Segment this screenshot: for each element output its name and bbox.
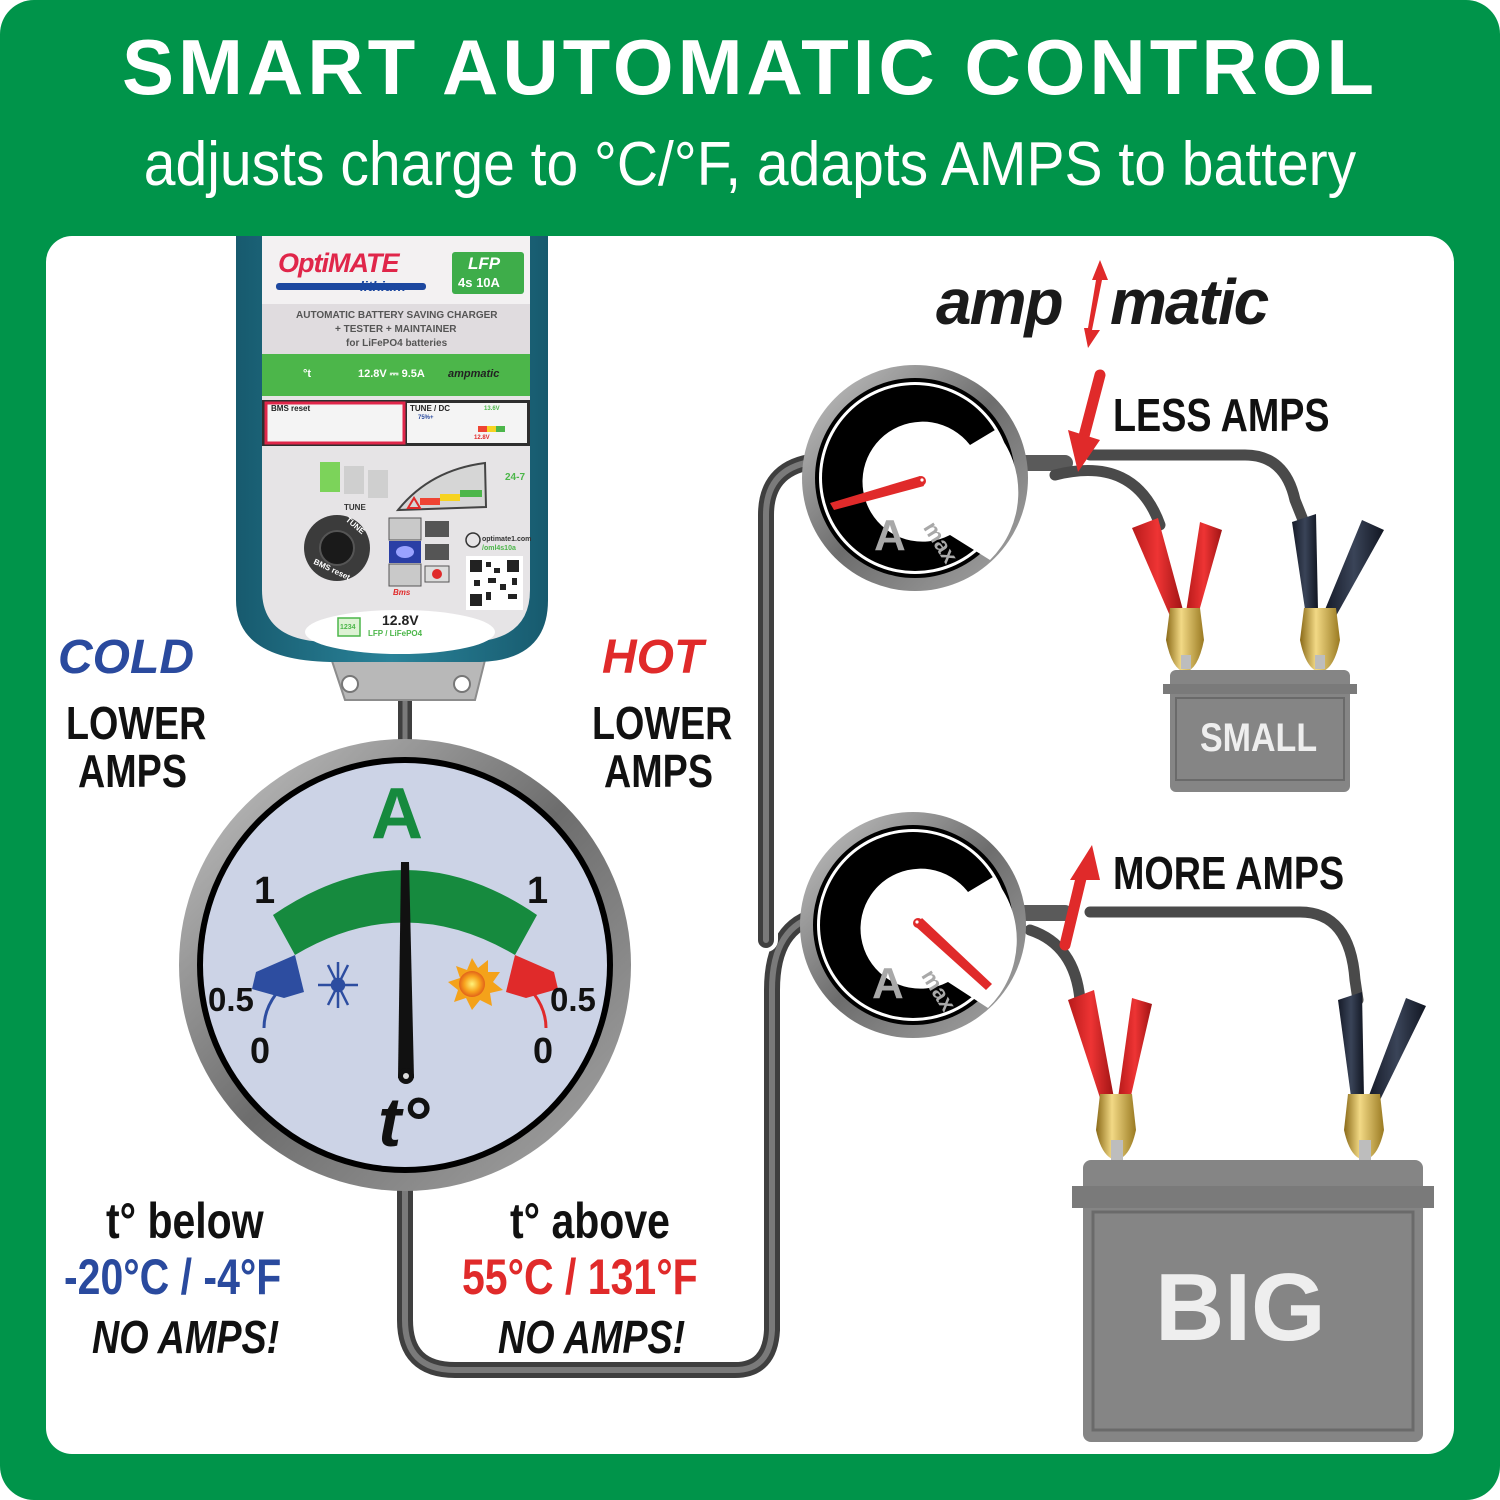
hot-line2: AMPS <box>604 745 713 797</box>
gauge-right-05: 0.5 <box>550 981 596 1018</box>
battery-small <box>1163 670 1357 792</box>
big-meter-unit: A <box>872 959 904 1008</box>
charger-url2: /oml4s10a <box>482 545 516 552</box>
more-amps-label: MORE AMPS <box>1113 847 1345 899</box>
charger-temp-icon: °t <box>303 368 312 380</box>
charger-led-tune: TUNE <box>344 503 366 512</box>
snowflake-icon <box>318 962 358 1008</box>
red-clamp-small <box>1132 518 1222 672</box>
battery-big <box>1072 1160 1434 1442</box>
ampmatic-logo-left: amp <box>936 266 1064 338</box>
cold-line2: AMPS <box>78 745 187 797</box>
cold-line1: LOWER <box>66 697 207 749</box>
charger-tune-label: TUNE / DC <box>410 404 450 413</box>
hot-limit-value: 55°C / 131°F <box>462 1249 698 1305</box>
charger-tune-vlow: 12.8V <box>474 435 490 441</box>
cold-heading: COLD <box>58 631 194 684</box>
hot-line1: LOWER <box>592 697 733 749</box>
charger-bms-small: Bms <box>393 588 411 597</box>
diagram-panel <box>46 236 1454 1454</box>
ampmatic-arrow-icon <box>1084 260 1108 348</box>
charger-cable <box>397 449 1364 1378</box>
charger-desc-line3: for LiFePO4 batteries <box>346 338 448 349</box>
sun-icon <box>448 958 503 1010</box>
charger-rating: 12.8V ⎓ 9.5A <box>358 368 425 380</box>
gauge-right-0: 0 <box>533 1030 554 1071</box>
charger-desc-line1: AUTOMATIC BATTERY SAVING CHARGER <box>296 310 498 321</box>
gauge-left-05: 0.5 <box>208 981 254 1018</box>
less-amps-label: LESS AMPS <box>1113 389 1330 441</box>
small-battery-label: SMALL <box>1200 716 1318 760</box>
charger-device <box>236 236 548 701</box>
page-title: SMART AUTOMATIC CONTROL <box>121 23 1379 111</box>
ammeter-small <box>802 365 1028 591</box>
arrow-up-icon <box>1059 845 1100 951</box>
charger-brand: OptiMATE <box>278 248 399 278</box>
hot-limit-prefix: t° above <box>510 1193 670 1249</box>
cold-limit-result: NO AMPS! <box>92 1311 280 1363</box>
charger-url1: optimate1.com <box>482 536 532 543</box>
gauge-temp-symbol: t° <box>378 1083 430 1161</box>
charger-ampmatic-logo: ampmatic <box>448 368 500 380</box>
charger-247: 24-7 <box>505 472 526 483</box>
charger-cells: 1234 <box>340 624 356 631</box>
charger-tune-pct: 75%+ <box>418 415 434 421</box>
charger-bms-label: BMS reset <box>271 404 311 413</box>
hot-limit-result: NO AMPS! <box>498 1311 686 1363</box>
gauge-left-1: 1 <box>254 870 276 912</box>
page-subtitle: adjusts charge to °C/°F, adapts AMPS to … <box>143 130 1357 199</box>
small-meter-unit: A <box>874 511 906 560</box>
cold-limit-value: -20°C / -4°F <box>64 1249 282 1305</box>
big-battery-label: BIG <box>1155 1254 1326 1361</box>
charger-desc-line2: + TESTER + MAINTAINER <box>335 324 457 335</box>
charger-badge-line1: LFP <box>468 254 501 273</box>
charger-tune-vhigh: 13.6V <box>484 406 500 412</box>
gauge-left-0: 0 <box>250 1030 271 1071</box>
cold-limit-prefix: t° below <box>106 1193 264 1249</box>
black-clamp-big <box>1338 992 1426 1160</box>
ampmatic-logo-right: matic <box>1110 266 1269 338</box>
charger-badge-line2: 4s 10A <box>458 275 500 290</box>
arrow-down-icon <box>1068 369 1106 472</box>
black-clamp-small <box>1292 514 1384 672</box>
ammeter-big <box>800 812 1026 1038</box>
hot-heading: HOT <box>602 631 704 684</box>
temperature-amp-gauge <box>179 739 631 1191</box>
charger-voltage: 12.8V <box>382 612 419 628</box>
charger-brand-sub: lithium <box>360 278 406 294</box>
gauge-right-1: 1 <box>527 870 549 912</box>
red-clamp-big <box>1068 990 1152 1160</box>
charger-chem: LFP / LiFePO4 <box>368 629 423 638</box>
gauge-unit: A <box>371 774 423 854</box>
